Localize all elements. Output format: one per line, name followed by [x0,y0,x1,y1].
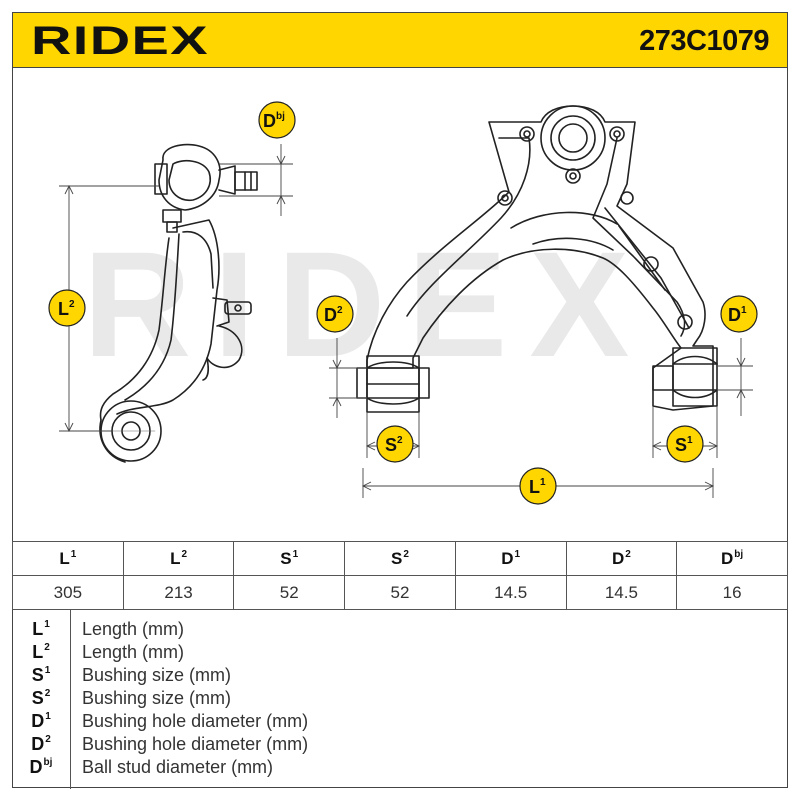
svg-text:D1: D1 [728,305,747,325]
spec-header-row: L1 L2 S1 S2 D1 D2 Dbj [12,541,788,576]
svg-text:RIDEX: RIDEX [31,23,209,59]
legend-item: D1 Bushing hole diameter (mm) [12,711,788,734]
callout-dbj: Dbj [258,101,296,139]
legend-text: Ball stud diameter (mm) [82,757,274,777]
bolt-cluster [497,126,693,330]
callout-s1: S1 [666,425,704,463]
legend-item: D2 Bushing hole diameter (mm) [12,734,788,757]
svg-text:D2: D2 [324,305,343,325]
legend-item: S1 Bushing size (mm) [12,665,788,688]
header-bar: RIDEX 273C1079 [12,12,788,68]
technical-drawing: RIDEX [48,101,758,505]
spec-value-row: 305 213 52 52 14.5 14.5 16 [12,575,788,610]
spec-value-s2: 52 [344,575,456,610]
legend-text: Bushing hole diameter (mm) [82,711,309,731]
spec-value-l1: 305 [12,575,124,610]
legend-key: D1 [31,711,51,731]
legend-key: S1 [31,665,51,685]
svg-text:S2: S2 [385,435,403,455]
legend-item: S2 Bushing size (mm) [12,688,788,711]
legend: L1 Length (mm) L2 Length (mm) S1 Bushing… [12,609,788,789]
legend-item: Dbj Ball stud diameter (mm) [12,757,788,780]
legend-item: L1 Length (mm) [12,619,788,642]
callout-d1: D1 [720,295,758,333]
spec-value-d1: 14.5 [454,575,567,610]
callout-l1: L1 [519,467,557,505]
top-view [356,105,718,413]
legend-text: Bushing size (mm) [82,688,232,708]
legend-key: Dbj [29,757,53,777]
callout-d2: D2 [316,295,354,333]
legend-key: L1 [32,619,50,639]
legend-text: Bushing size (mm) [82,665,232,685]
spec-header-d2: D2 [565,541,678,576]
svg-text:Dbj: Dbj [263,111,285,131]
spec-header-l1: L1 [12,541,124,576]
svg-text:L1: L1 [529,477,546,497]
spec-table: L1 L2 S1 S2 D1 D2 Dbj 305 213 52 52 14.5… [12,541,788,610]
spec-header-l2: L2 [122,541,235,576]
callout-s2: S2 [376,425,414,463]
legend-divider [70,610,72,789]
spec-header-s1: S1 [233,541,346,576]
spec-value-s1: 52 [233,575,346,610]
part-number: 273C1079 [639,25,769,57]
legend-text: Bushing hole diameter (mm) [82,734,309,754]
spec-header-dbj: Dbj [676,541,788,576]
svg-text:S1: S1 [675,435,693,455]
legend-key: L2 [32,642,50,662]
ridex-logo: RIDEX [31,23,209,59]
svg-text:L2: L2 [58,299,75,319]
legend-item: L2 Length (mm) [12,642,788,665]
spec-value-d2: 14.5 [565,575,678,610]
callout-l2: L2 [48,289,86,327]
legend-key: S2 [31,688,51,708]
legend-text: Length (mm) [82,642,185,662]
spec-value-l2: 213 [122,575,235,610]
spec-value-dbj: 16 [676,575,788,610]
spec-header-d1: D1 [454,541,567,576]
legend-text: Length (mm) [82,619,185,639]
legend-key: D2 [31,734,51,754]
spec-header-s2: S2 [344,541,456,576]
